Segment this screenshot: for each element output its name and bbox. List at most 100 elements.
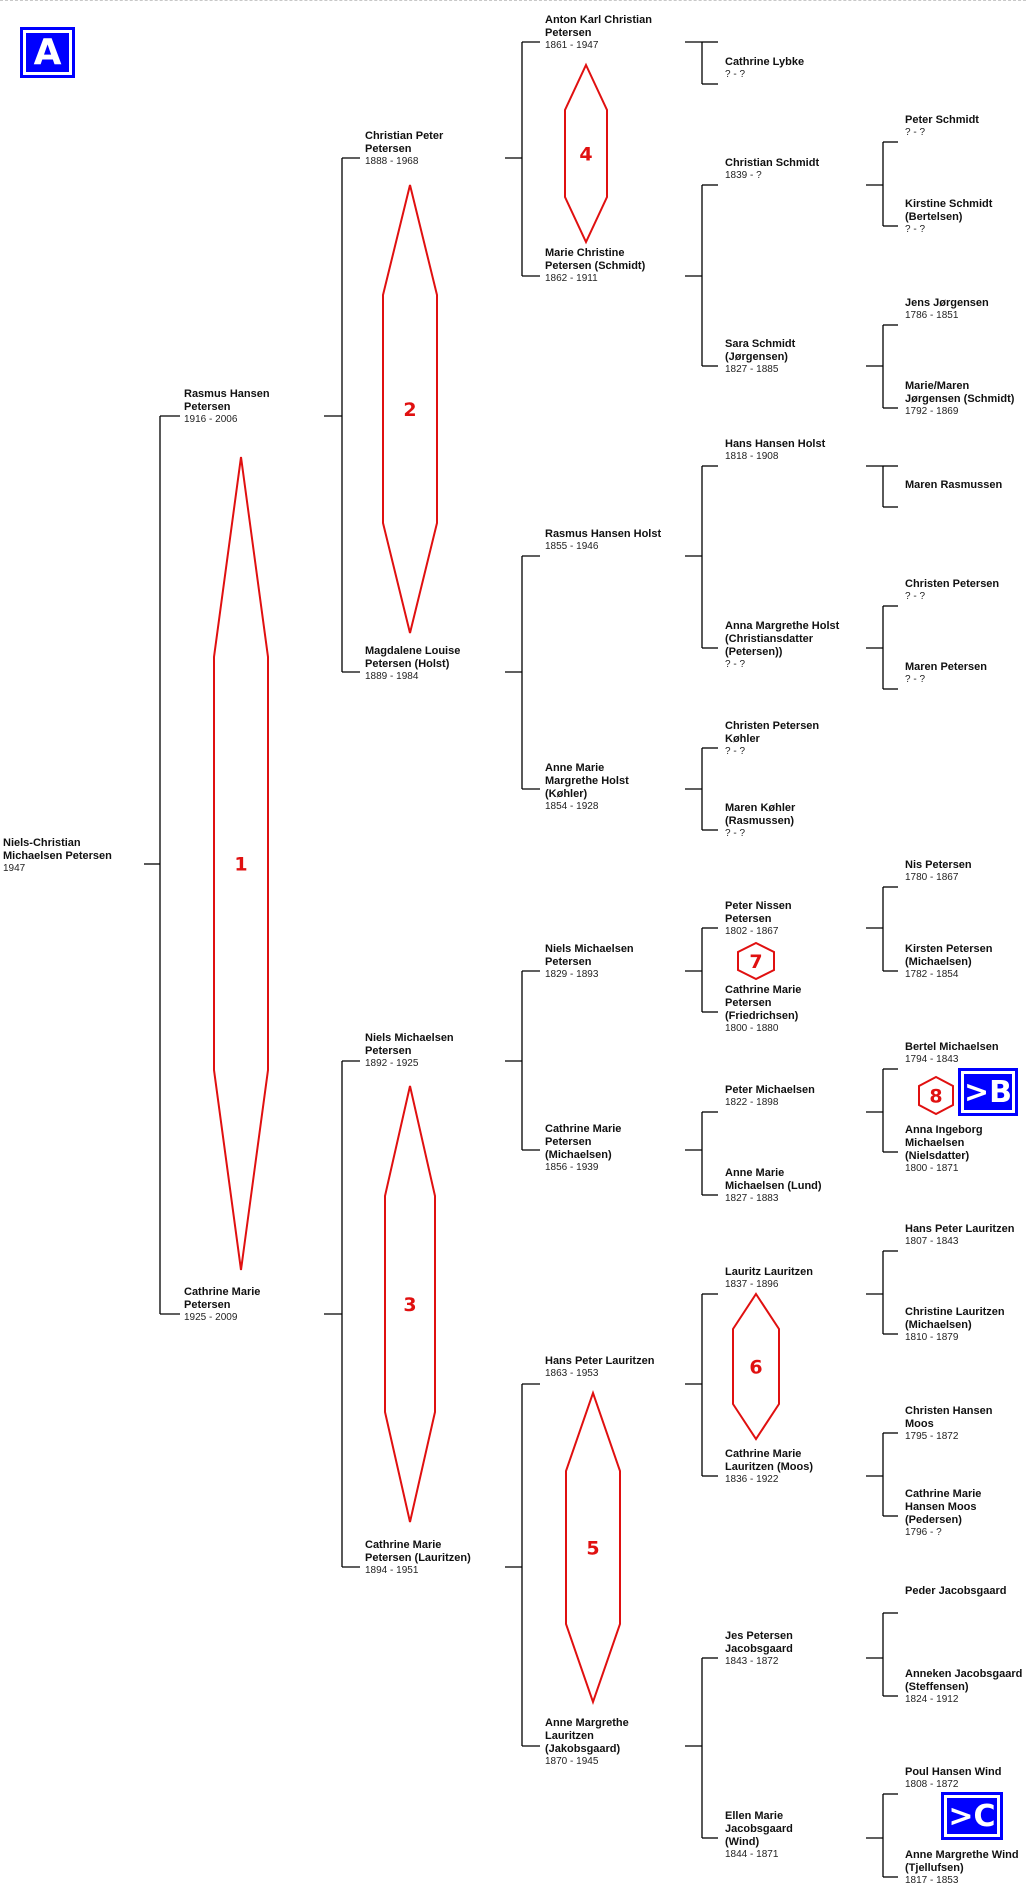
person-name: Niels Michaelsen Petersen xyxy=(545,943,634,968)
person-card[interactable]: Anton Karl Christian Petersen 1861 - 194… xyxy=(545,14,675,51)
person-card[interactable]: Kirsten Petersen (Michaelsen) 1782 - 185… xyxy=(905,943,1000,980)
person-card[interactable]: Hans Hansen Holst 1818 - 1908 xyxy=(725,438,835,462)
person-card[interactable]: Bertel Michaelsen 1794 - 1843 xyxy=(905,1041,1025,1065)
person-name: Rasmus Hansen Petersen xyxy=(184,388,270,413)
person-card[interactable]: Cathrine Marie Hansen Moos (Pedersen) 17… xyxy=(905,1488,1005,1538)
person-card[interactable]: Hans Peter Lauritzen 1807 - 1843 xyxy=(905,1223,1026,1247)
person-card[interactable]: Peter Michaelsen 1822 - 1898 xyxy=(725,1084,855,1108)
person-name: Anneken Jacobsgaard (Steffensen) xyxy=(905,1668,1023,1693)
person-card[interactable]: Christen Petersen Køhler ? - ? xyxy=(725,720,835,757)
nav-link-b[interactable]: >B xyxy=(958,1068,1018,1116)
person-card[interactable]: Christen Petersen ? - ? xyxy=(905,578,1025,602)
person-card[interactable]: Marie Christine Petersen (Schmidt) 1862 … xyxy=(545,247,670,284)
person-card[interactable]: Nis Petersen 1780 - 1867 xyxy=(905,859,1025,883)
person-years: 1854 - 1928 xyxy=(545,801,599,812)
person-years: 1807 - 1843 xyxy=(905,1236,959,1247)
nav-link-c[interactable]: >C xyxy=(941,1792,1003,1840)
person-name: Peder Jacobsgaard xyxy=(905,1585,1007,1597)
person-card[interactable]: Jens Jørgensen 1786 - 1851 xyxy=(905,297,1025,321)
person-years: 1862 - 1911 xyxy=(545,273,598,284)
person-name: Hans Peter Lauritzen xyxy=(905,1223,1015,1235)
marker-shape xyxy=(918,1075,954,1116)
person-years: ? - ? xyxy=(905,674,926,685)
person-card[interactable]: Kirstine Schmidt (Bertelsen) ? - ? xyxy=(905,198,995,235)
person-card[interactable]: Anne Marie Margrethe Holst (Køhler) 1854… xyxy=(545,762,645,812)
person-card[interactable]: Maren Køhler (Rasmussen) ? - ? xyxy=(725,802,835,836)
person-card[interactable]: Christian Schmidt 1839 - ? xyxy=(725,157,835,181)
marker-number: 7 xyxy=(749,951,762,973)
person-name: Cathrine Marie Lauritzen (Moos) xyxy=(725,1448,813,1473)
person-name: Peter Schmidt xyxy=(905,114,979,126)
person-card[interactable]: Ellen Marie Jacobsgaard (Wind) 1844 - 18… xyxy=(725,1810,825,1860)
person-years: 1843 - 1872 xyxy=(725,1656,779,1667)
person-name: Nis Petersen xyxy=(905,859,972,871)
person-card[interactable]: Cathrine Marie Petersen 1925 - 2009 xyxy=(184,1286,294,1323)
person-card[interactable]: Magdalene Louise Petersen (Holst) 1889 -… xyxy=(365,645,485,682)
person-card[interactable]: Rasmus Hansen Petersen 1916 - 2006 xyxy=(184,388,294,425)
person-card[interactable]: Christen Hansen Moos 1795 - 1872 xyxy=(905,1405,1005,1442)
person-card[interactable]: Lauritz Lauritzen 1837 - 1896 xyxy=(725,1266,845,1290)
person-card[interactable]: Cathrine Marie Petersen (Friedrichsen) 1… xyxy=(725,984,825,1034)
person-card[interactable]: Cathrine Marie Petersen (Michaelsen) 185… xyxy=(545,1123,640,1173)
marker-shape xyxy=(564,62,608,245)
person-card[interactable]: Poul Hansen Wind 1808 - 1872 xyxy=(905,1766,1026,1790)
marker-shape xyxy=(213,456,269,1271)
marker-number: 5 xyxy=(586,1538,599,1560)
person-card[interactable]: Marie/Maren Jørgensen (Schmidt) 1792 - 1… xyxy=(905,380,1026,417)
person-card[interactable]: Jes Petersen Jacobsgaard 1843 - 1872 xyxy=(725,1630,825,1667)
person-years: 1837 - 1896 xyxy=(725,1279,779,1290)
person-years: 1800 - 1871 xyxy=(905,1163,959,1174)
nav-link-b-label: >B xyxy=(963,1074,1012,1110)
person-years: 1916 - 2006 xyxy=(184,414,238,425)
person-years: 1817 - 1853 xyxy=(905,1875,959,1886)
person-years: 1827 - 1885 xyxy=(725,364,779,375)
person-card[interactable]: Christian Peter Petersen 1888 - 1968 xyxy=(365,130,475,167)
nav-link-c-label: >C xyxy=(948,1798,996,1834)
person-years: 1892 - 1925 xyxy=(365,1058,419,1069)
person-card[interactable]: Niels Michaelsen Petersen 1829 - 1893 xyxy=(545,943,655,980)
person-card[interactable]: Niels Michaelsen Petersen 1892 - 1925 xyxy=(365,1032,475,1069)
person-card[interactable]: Rasmus Hansen Holst 1855 - 1946 xyxy=(545,528,680,552)
person-name: Marie/Maren Jørgensen (Schmidt) xyxy=(905,380,1015,405)
person-card[interactable]: Peter Nissen Petersen 1802 - 1867 xyxy=(725,900,825,937)
person-name: Cathrine Marie Petersen (Lauritzen) xyxy=(365,1539,471,1564)
person-years: 1827 - 1883 xyxy=(725,1193,779,1204)
person-card[interactable]: Anna Ingeborg Michaelsen (Nielsdatter) 1… xyxy=(905,1124,1000,1174)
person-years: 1794 - 1843 xyxy=(905,1054,959,1065)
person-card[interactable]: Christine Lauritzen (Michaelsen) 1810 - … xyxy=(905,1306,1015,1343)
marker-shape xyxy=(737,941,775,981)
person-name: Hans Peter Lauritzen xyxy=(545,1355,655,1367)
person-card[interactable]: Niels-Christian Michaelsen Petersen 1947 xyxy=(3,837,127,874)
person-card[interactable]: Peter Schmidt ? - ? xyxy=(905,114,1025,138)
person-name: Cathrine Lybke xyxy=(725,56,805,68)
person-card[interactable]: Anna Margrethe Holst (Christiansdatter (… xyxy=(725,620,860,670)
person-name: Anna Ingeborg Michaelsen (Nielsdatter) xyxy=(905,1124,983,1162)
person-name: Anne Marie Michaelsen (Lund) xyxy=(725,1167,822,1192)
marker-number: 8 xyxy=(929,1086,942,1108)
person-card[interactable]: Anne Margrethe Wind (Tjellufsen) 1817 - … xyxy=(905,1849,1026,1886)
top-divider xyxy=(0,0,1026,1)
person-years: ? - ? xyxy=(905,127,926,138)
person-card[interactable]: Anne Marie Michaelsen (Lund) 1827 - 1883 xyxy=(725,1167,835,1204)
person-years: 1824 - 1912 xyxy=(905,1694,959,1705)
person-card[interactable]: Hans Peter Lauritzen 1863 - 1953 xyxy=(545,1355,675,1379)
person-name: Magdalene Louise Petersen (Holst) xyxy=(365,645,461,670)
person-card[interactable]: Cathrine Marie Lauritzen (Moos) 1836 - 1… xyxy=(725,1448,835,1485)
person-card[interactable]: Maren Petersen ? - ? xyxy=(905,661,1025,685)
person-years: 1844 - 1871 xyxy=(725,1849,779,1860)
person-years: 1818 - 1908 xyxy=(725,451,779,462)
person-name: Cathrine Marie Petersen (Friedrichsen) xyxy=(725,984,802,1022)
person-name: Hans Hansen Holst xyxy=(725,438,826,450)
person-years: 1810 - 1879 xyxy=(905,1332,959,1343)
person-card[interactable]: Anne Margrethe Lauritzen (Jakobsgaard) 1… xyxy=(545,1717,640,1767)
person-card[interactable]: Peder Jacobsgaard xyxy=(905,1585,1025,1598)
person-card[interactable]: Cathrine Lybke ? - ? xyxy=(725,56,835,80)
person-card[interactable]: Cathrine Marie Petersen (Lauritzen) 1894… xyxy=(365,1539,490,1576)
person-name: Cathrine Marie Petersen xyxy=(184,1286,261,1311)
marker-shape xyxy=(384,1085,436,1523)
person-card[interactable]: Anneken Jacobsgaard (Steffensen) 1824 - … xyxy=(905,1668,1026,1705)
person-card[interactable]: Sara Schmidt (Jørgensen) 1827 - 1885 xyxy=(725,338,825,375)
person-card[interactable]: Maren Rasmussen xyxy=(905,479,1025,492)
marker-shape xyxy=(732,1292,780,1441)
